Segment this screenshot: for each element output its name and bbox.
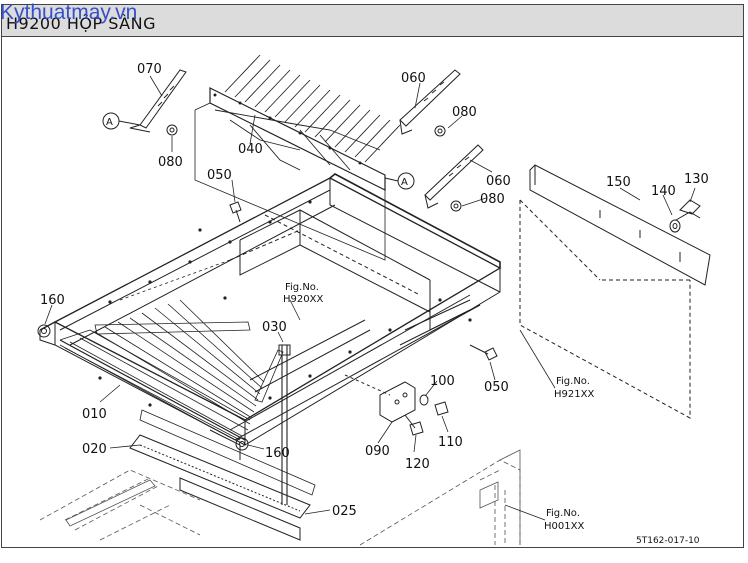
comb-bracket-070 — [129, 69, 187, 133]
comb-assembly — [194, 54, 401, 261]
sieve-grating — [59, 259, 284, 441]
callout-120: 120 — [405, 457, 430, 472]
washer-140 — [669, 219, 681, 233]
bolt-120 — [404, 414, 424, 436]
callout-025: 025 — [332, 504, 357, 519]
sieve-box-frame — [39, 173, 502, 460]
washer-100 — [419, 394, 429, 406]
pin-030 — [278, 344, 291, 505]
callout-160-lower: 160 — [265, 446, 290, 461]
drawing-code: 5T162-017-10 — [636, 536, 700, 546]
bolt-110 — [434, 401, 449, 416]
callout-040: 040 — [238, 142, 263, 157]
callout-030: 030 — [262, 320, 287, 335]
callout-100: 100 — [430, 374, 455, 389]
diagram-title: H9200 HỘP SÀNG — [6, 14, 156, 33]
bolt-050-upper — [229, 201, 242, 223]
context-solid — [65, 449, 521, 545]
bolt-050-right — [469, 344, 498, 361]
washers-080 — [166, 124, 462, 212]
callout-080-left: 080 — [158, 155, 183, 170]
drawing-border — [1, 36, 744, 548]
callout-130: 130 — [684, 172, 709, 187]
wing-nut-130 — [675, 199, 701, 221]
callout-090: 090 — [365, 444, 390, 459]
figref-h920-line1: Fig.No. — [285, 282, 319, 293]
context-outline — [39, 459, 521, 546]
callout-060-upper: 060 — [401, 71, 426, 86]
bracket-090 — [344, 374, 416, 423]
figref-h921-line2: H921XX — [554, 389, 594, 400]
callout-140: 140 — [651, 184, 676, 199]
title-bar: H9200 HỘP SÀNG — [1, 4, 744, 37]
callout-070: 070 — [137, 62, 162, 77]
figref-h001-line1: Fig.No. — [546, 508, 580, 519]
comb-bracket-060-upper — [399, 69, 461, 135]
strip-025 — [179, 477, 301, 541]
callout-080-lower: 080 — [480, 192, 505, 207]
callout-050-right: 050 — [484, 380, 509, 395]
marker-a-right: A — [401, 177, 408, 188]
callout-080-upper: 080 — [452, 105, 477, 120]
callout-020: 020 — [82, 442, 107, 457]
callout-060-lower: 060 — [486, 174, 511, 189]
bushing-160-lower — [235, 437, 249, 451]
callout-160-left: 160 — [40, 293, 65, 308]
figref-h001-line2: H001XX — [544, 521, 584, 532]
callout-010: 010 — [82, 407, 107, 422]
strip-020 — [129, 409, 316, 519]
figref-h921-line1: Fig.No. — [556, 376, 590, 387]
bushing-160-left — [37, 324, 51, 338]
reference-marker-a — [102, 112, 415, 190]
callout-050-upper: 050 — [207, 168, 232, 183]
watermark: Kythuatmay.vn — [0, 1, 138, 24]
marker-a-left: A — [106, 117, 113, 128]
callout-labels: 070 060 080 080 040 060 080 150 140 130 … — [40, 62, 709, 546]
callout-110: 110 — [438, 435, 463, 450]
comb-bracket-060-lower — [424, 144, 484, 209]
figref-h920-line2: H920XX — [283, 294, 323, 305]
callout-150: 150 — [606, 175, 631, 190]
leader-lines — [44, 75, 696, 521]
cover-plate-150 — [529, 164, 711, 286]
cover-sheet-h921 — [519, 199, 691, 419]
